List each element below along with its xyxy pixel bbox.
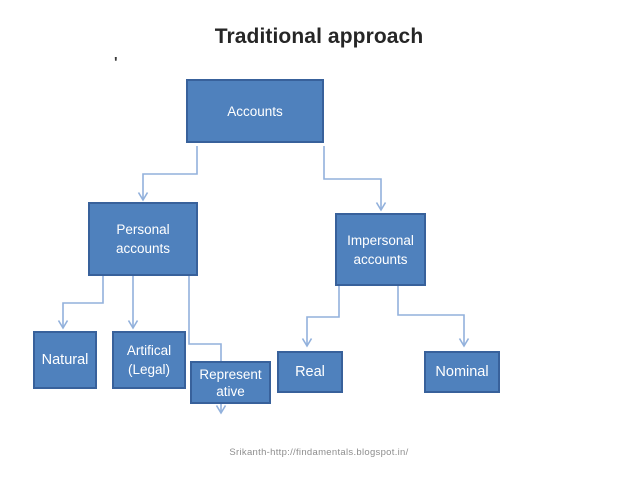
node-accounts-label: Accounts xyxy=(227,103,283,119)
connector-impersonal-to-real xyxy=(301,286,340,348)
node-artifical-legal: Artifical (Legal) xyxy=(112,331,186,389)
node-impersonal-accounts: Impersonal accounts xyxy=(335,213,426,286)
stray-apostrophe-mark: ' xyxy=(114,54,118,71)
connector-accounts-to-personal xyxy=(137,146,198,202)
connector-impersonal-to-nominal xyxy=(397,286,470,348)
node-representative: Represent ative xyxy=(190,361,271,404)
node-personal-label-line1: Personal xyxy=(116,222,170,237)
node-real-label: Real xyxy=(295,363,325,380)
node-artifical-label-line2: (Legal) xyxy=(127,362,171,377)
connector-accounts-to-impersonal xyxy=(323,146,387,212)
slide-title: Traditional approach xyxy=(214,25,424,48)
connector-personal-to-natural xyxy=(57,276,104,330)
node-impersonal-label-line1: Impersonal xyxy=(347,232,414,248)
node-personal-label-line2: accounts xyxy=(115,241,171,256)
footer-credit: Srikanth-http://findamentals.blogspot.in… xyxy=(229,447,409,458)
node-artifical-label-line1: Artifical xyxy=(126,343,172,358)
node-real: Real xyxy=(277,351,343,393)
node-natural-label: Natural xyxy=(41,351,89,368)
node-natural: Natural xyxy=(33,331,97,389)
node-accounts: Accounts xyxy=(186,79,324,143)
node-nominal: Nominal xyxy=(424,351,500,393)
node-representative-label-line1: Represent xyxy=(199,366,262,382)
node-nominal-label: Nominal xyxy=(435,363,489,380)
node-impersonal-label-line2: accounts xyxy=(353,251,408,267)
node-personal-accounts: Personal accounts xyxy=(88,202,198,276)
node-representative-label-line2: ative xyxy=(216,383,245,399)
